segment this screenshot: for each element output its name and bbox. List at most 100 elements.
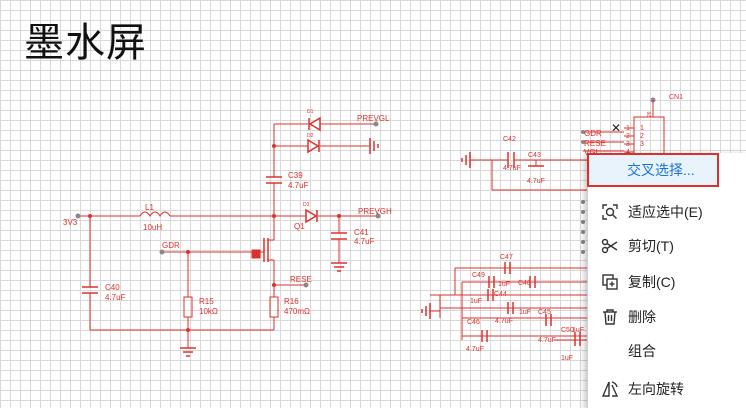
- pin-number: 2: [626, 133, 630, 140]
- connector-cn1: [633, 116, 665, 158]
- menu-item-label: 适应选中(E): [628, 204, 703, 220]
- copy-icon: [596, 271, 624, 293]
- value-c43: 4.7uF: [527, 178, 545, 185]
- context-menu: 交叉选择... 适应选中(E) 剪切(T): [587, 153, 746, 408]
- menu-item-cut[interactable]: 剪切(T): [588, 229, 746, 263]
- label-c39: C39: [288, 171, 303, 180]
- pin-end: [581, 210, 585, 214]
- pin-end: [581, 200, 585, 204]
- junction: [272, 283, 276, 287]
- pin-end: [581, 230, 585, 234]
- value-c40: 4.7uF: [105, 293, 126, 302]
- value-extra: 1uF: [572, 327, 584, 334]
- menu-item-label: 删除: [628, 309, 656, 325]
- value-extra: 4.7uF: [538, 337, 556, 344]
- mosfet-q1: [251, 216, 275, 285]
- net-label-rese-right: RESE: [584, 139, 606, 148]
- pin-end: [373, 121, 379, 127]
- label-r15: R15: [199, 297, 214, 306]
- value-r15: 10kΩ: [199, 307, 218, 316]
- label-d3: D3: [303, 202, 310, 208]
- label-r16: R16: [284, 297, 299, 306]
- no-connect-mark: ✕: [611, 121, 621, 135]
- label-c40: C40: [105, 283, 120, 292]
- label-cn1: CN1: [669, 94, 683, 101]
- net-label-vgl-right: VGL: [584, 148, 601, 157]
- scissors-icon: [596, 235, 624, 257]
- net-label-gdr: GDR: [162, 241, 180, 250]
- label-c42: C42: [503, 136, 516, 143]
- menu-item-copy[interactable]: 复制(C): [588, 265, 746, 299]
- pin-end: [581, 240, 585, 244]
- label-q1: Q1: [294, 222, 305, 231]
- label-c41: C41: [354, 228, 369, 237]
- junction: [88, 214, 92, 218]
- menu-item-label: 组合: [628, 343, 656, 359]
- value-l1: 10uH: [143, 223, 162, 232]
- pin-end: [581, 130, 585, 134]
- label-c49: C49: [472, 272, 485, 279]
- menu-item-group[interactable]: 组合: [588, 334, 746, 368]
- junction: [186, 328, 190, 332]
- value-c42: 4.7uF: [503, 165, 521, 172]
- junction: [186, 250, 190, 254]
- junction: [272, 144, 276, 148]
- resistor-r16: [269, 296, 279, 318]
- trash-icon: [596, 306, 624, 328]
- inductor-l1: [139, 211, 171, 217]
- value-c44: 1uF: [470, 298, 482, 305]
- pin-end: [581, 250, 585, 254]
- value-c39: 4.7uF: [288, 181, 309, 190]
- menu-item-cross-select[interactable]: 交叉选择...: [587, 153, 719, 187]
- pin-number: 1: [626, 125, 630, 132]
- label-c45: C45: [538, 309, 551, 316]
- net-label-gdr-right: GDR: [584, 129, 602, 138]
- label-c48: C48: [518, 280, 531, 287]
- menu-item-label: 左向旋转: [628, 381, 684, 397]
- label-c43: C43: [528, 152, 541, 159]
- net-label-rese: RESE: [290, 275, 312, 284]
- resistor-r15: [183, 296, 193, 318]
- pin-end: [75, 213, 81, 219]
- zoom-fit-icon: [596, 201, 624, 223]
- label-d1: D1: [307, 109, 314, 115]
- pin-number: 3: [626, 141, 630, 148]
- pin-end: [375, 213, 381, 219]
- label-c50: C50: [561, 327, 574, 334]
- value-c49: 1uF: [498, 281, 510, 288]
- menu-item-rotate-left[interactable]: 左向旋转: [588, 372, 746, 406]
- value-extra: 1uF: [519, 309, 531, 316]
- menu-item-label: 复制(C): [628, 274, 676, 290]
- diode-d1: [308, 116, 321, 132]
- pin-number: 1: [640, 125, 644, 132]
- menu-item-label: 交叉选择...: [627, 162, 695, 178]
- pin-end: [303, 282, 309, 288]
- value-extra: 1uF: [561, 355, 573, 362]
- net-label-3v3: 3V3: [63, 218, 78, 227]
- label-c46: C46: [467, 319, 480, 326]
- junction: [337, 214, 341, 218]
- value-c46: 4.7uF: [466, 346, 484, 353]
- pin-end: [159, 249, 165, 255]
- label-c47: C47: [500, 254, 513, 261]
- label-l1: L1: [145, 203, 154, 212]
- blank-icon: [596, 340, 624, 362]
- pin-number: 4: [626, 149, 630, 156]
- pin-end: [581, 220, 585, 224]
- pin-end: [581, 140, 585, 144]
- label-c44: C44: [494, 291, 507, 298]
- diode-d3: [305, 208, 318, 224]
- value-c41: 4.7uF: [354, 237, 375, 246]
- diode-d2: [307, 138, 320, 154]
- menu-item-delete[interactable]: 删除: [588, 300, 746, 334]
- menu-item-fit-selection[interactable]: 适应选中(E): [588, 195, 746, 229]
- junction: [272, 214, 276, 218]
- value-extra: 4.7uF: [495, 318, 513, 325]
- pin-number: 2: [640, 133, 644, 140]
- value-r16: 470mΩ: [284, 307, 310, 316]
- label-d2: D2: [307, 133, 314, 139]
- net-label-prevgh: PREVGH: [358, 207, 392, 216]
- page-title: 墨水屏: [24, 20, 147, 66]
- menu-item-label: 剪切(T): [628, 238, 674, 254]
